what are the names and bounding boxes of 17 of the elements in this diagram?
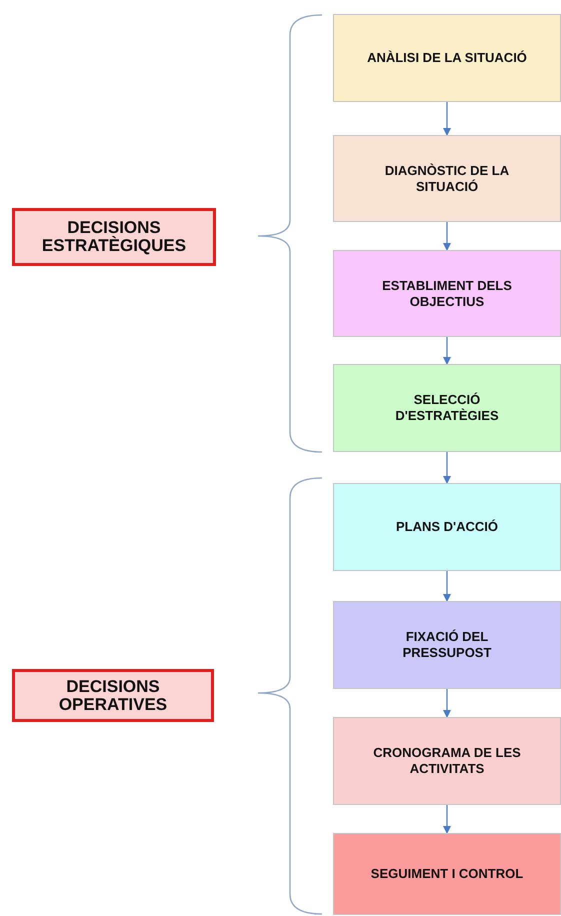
arrow [443,222,451,251]
arrow [443,337,451,365]
process-box: SELECCIÓ D'ESTRATÈGIES [333,364,561,452]
group-label: DECISIONS ESTRATÈGIQUES [12,208,216,266]
process-box: CRONOGRAMA DE LES ACTIVITATS [333,717,561,805]
arrow [443,571,451,602]
process-box: PLANS D'ACCIÓ [333,483,561,571]
group-label: DECISIONS OPERATIVES [12,669,214,722]
process-box: FIXACIÓ DEL PRESSUPOST [333,601,561,689]
process-box: ANÀLISI DE LA SITUACIÓ [333,14,561,102]
arrow [443,689,451,718]
process-box: DIAGNÒSTIC DE LA SITUACIÓ [333,135,561,222]
process-box: SEGUIMENT I CONTROL [333,833,561,915]
arrow [443,102,451,136]
process-box: ESTABLIMENT DELS OBJECTIUS [333,250,561,337]
arrow [443,452,451,484]
arrow [443,805,451,834]
